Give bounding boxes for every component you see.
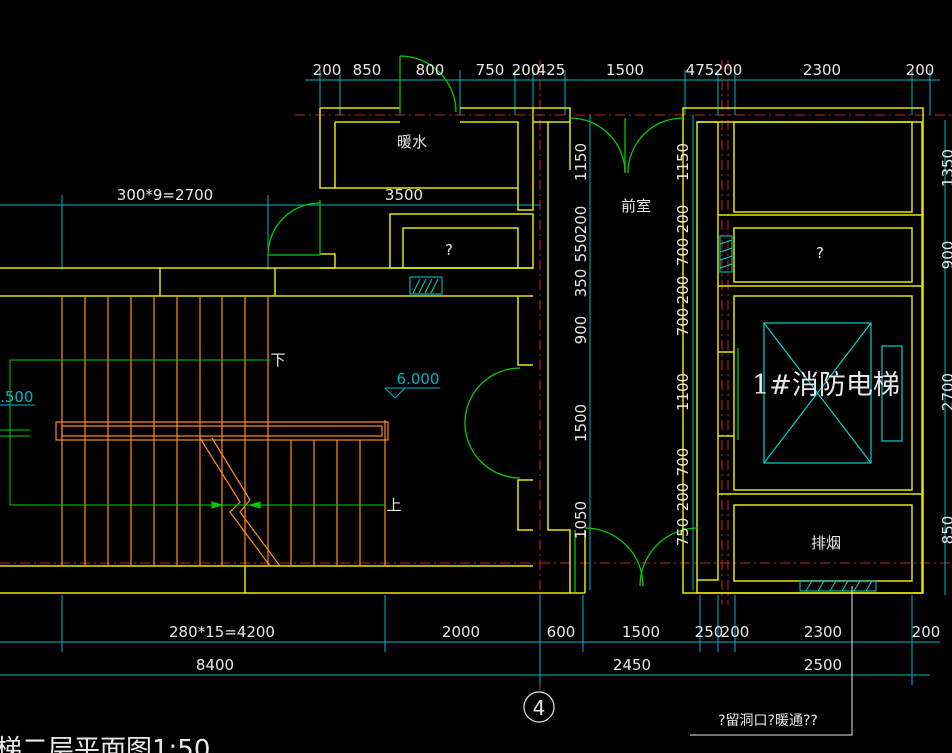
bottom-dimensions-row1: 280*15=4200 2000 600 1500 250 200 2300 2…: [169, 623, 940, 641]
dim-vr-1: 1150: [674, 143, 692, 181]
dim-vr-2: 200: [674, 205, 692, 234]
dim-vr-4: 200: [674, 276, 692, 305]
dim-vr-3: 700: [674, 238, 692, 267]
dim-vl-8: 1050: [572, 501, 590, 539]
axis-bubble: 4: [523, 691, 555, 723]
dim-top-2: 850: [353, 61, 382, 79]
dim-top-9: 200: [714, 61, 743, 79]
dim-vl-3: 550: [572, 234, 590, 263]
elevator-shaft: [763, 322, 903, 464]
dim-b1-1: 280*15=4200: [169, 623, 275, 641]
dim-vl-2: 200: [572, 206, 590, 235]
room-antechamber: 前室: [621, 197, 651, 215]
note-text: ?留洞口?暖通??: [718, 713, 818, 729]
dim-vf-1: 1350: [939, 149, 952, 187]
dim-vf-3: 2700: [939, 373, 952, 411]
dim-vl-7: 1500: [572, 404, 590, 442]
dim-b1-8: 200: [912, 623, 941, 641]
note-leader: [690, 586, 853, 736]
dim-vl-5: 350: [572, 269, 590, 298]
dim-top-8: 475: [686, 61, 715, 79]
room-fire-elevator: 1#消防电梯: [752, 370, 900, 401]
doors: [267, 55, 739, 592]
elevation-left: 3.500: [0, 388, 33, 406]
wall-hatches: [409, 235, 877, 592]
dim-top-7: 1500: [606, 61, 644, 79]
dim-b1-7: 2300: [804, 623, 842, 641]
dim-b1-5: 250: [695, 623, 724, 641]
dim-b2-3: 2500: [804, 656, 842, 674]
room-unknown-upper: ?: [445, 241, 453, 259]
axis-lines: [0, 60, 952, 690]
dim-vl-6: 900: [572, 316, 590, 345]
dim-b1-3: 600: [547, 623, 576, 641]
room-labels: 暖水 ? 前室 ? 1#消防电梯 排烟 下 上: [270, 133, 899, 552]
elevation-level: 6.000: [397, 370, 440, 388]
dim-top-1: 200: [313, 61, 342, 79]
dim-vr-7: 700: [674, 448, 692, 477]
drawing-title: 梯二层平面图1:50: [0, 735, 210, 753]
dim-b1-6: 200: [721, 623, 750, 641]
dim-vf-2: 900: [939, 241, 952, 270]
dim-b1-2: 2000: [442, 623, 480, 641]
room-heating: 暖水: [397, 133, 427, 151]
stair-down-label: 下: [270, 351, 285, 369]
axis-label: 4: [533, 696, 546, 720]
room-smoke-exhaust: 排烟: [811, 534, 841, 552]
bottom-dimensions-row2: 8400 2450 2500: [196, 656, 842, 674]
dim-top-10: 2300: [803, 61, 841, 79]
vertical-dimensions-right: 1150 200 700 200 700 1100 700 200 750: [674, 143, 692, 546]
upper-left-dimensions: 300*9=2700 3500: [117, 186, 423, 204]
dim-vf-4: 850: [939, 516, 952, 545]
dim-top-5: 200: [512, 61, 541, 79]
dim-vr-5: 700: [674, 308, 692, 337]
room-unknown-right: ?: [816, 244, 824, 262]
stair-up-label: 上: [386, 496, 401, 514]
dim-upper-3500: 3500: [385, 186, 423, 204]
stair-arrows: [0, 359, 385, 509]
dim-b2-2: 2450: [613, 656, 651, 674]
dim-b1-4: 1500: [622, 623, 660, 641]
stair-treads: [55, 296, 389, 567]
dim-top-4: 750: [476, 61, 505, 79]
walls: [0, 107, 924, 594]
dim-vr-6: 1100: [674, 373, 692, 411]
elevation-markers: [0, 387, 440, 406]
dim-top-6: 425: [537, 61, 566, 79]
vertical-dimensions-far: 1350 900 2700 850: [939, 149, 952, 544]
dim-top-11: 200: [906, 61, 935, 79]
dim-vl-1: 1150: [572, 143, 590, 181]
dim-vr-8: 200: [674, 483, 692, 512]
dim-vr-9: 750: [674, 518, 692, 547]
top-dimensions: 200 850 800 750 200 425 1500 475 200 230…: [313, 61, 935, 79]
dim-top-3: 800: [416, 61, 445, 79]
vertical-dimensions-left: 1150 200 550 200 350 900 1500 1050: [572, 143, 590, 539]
dim-b2-1: 8400: [196, 656, 234, 674]
dim-stair-treads-upper: 300*9=2700: [117, 186, 213, 204]
